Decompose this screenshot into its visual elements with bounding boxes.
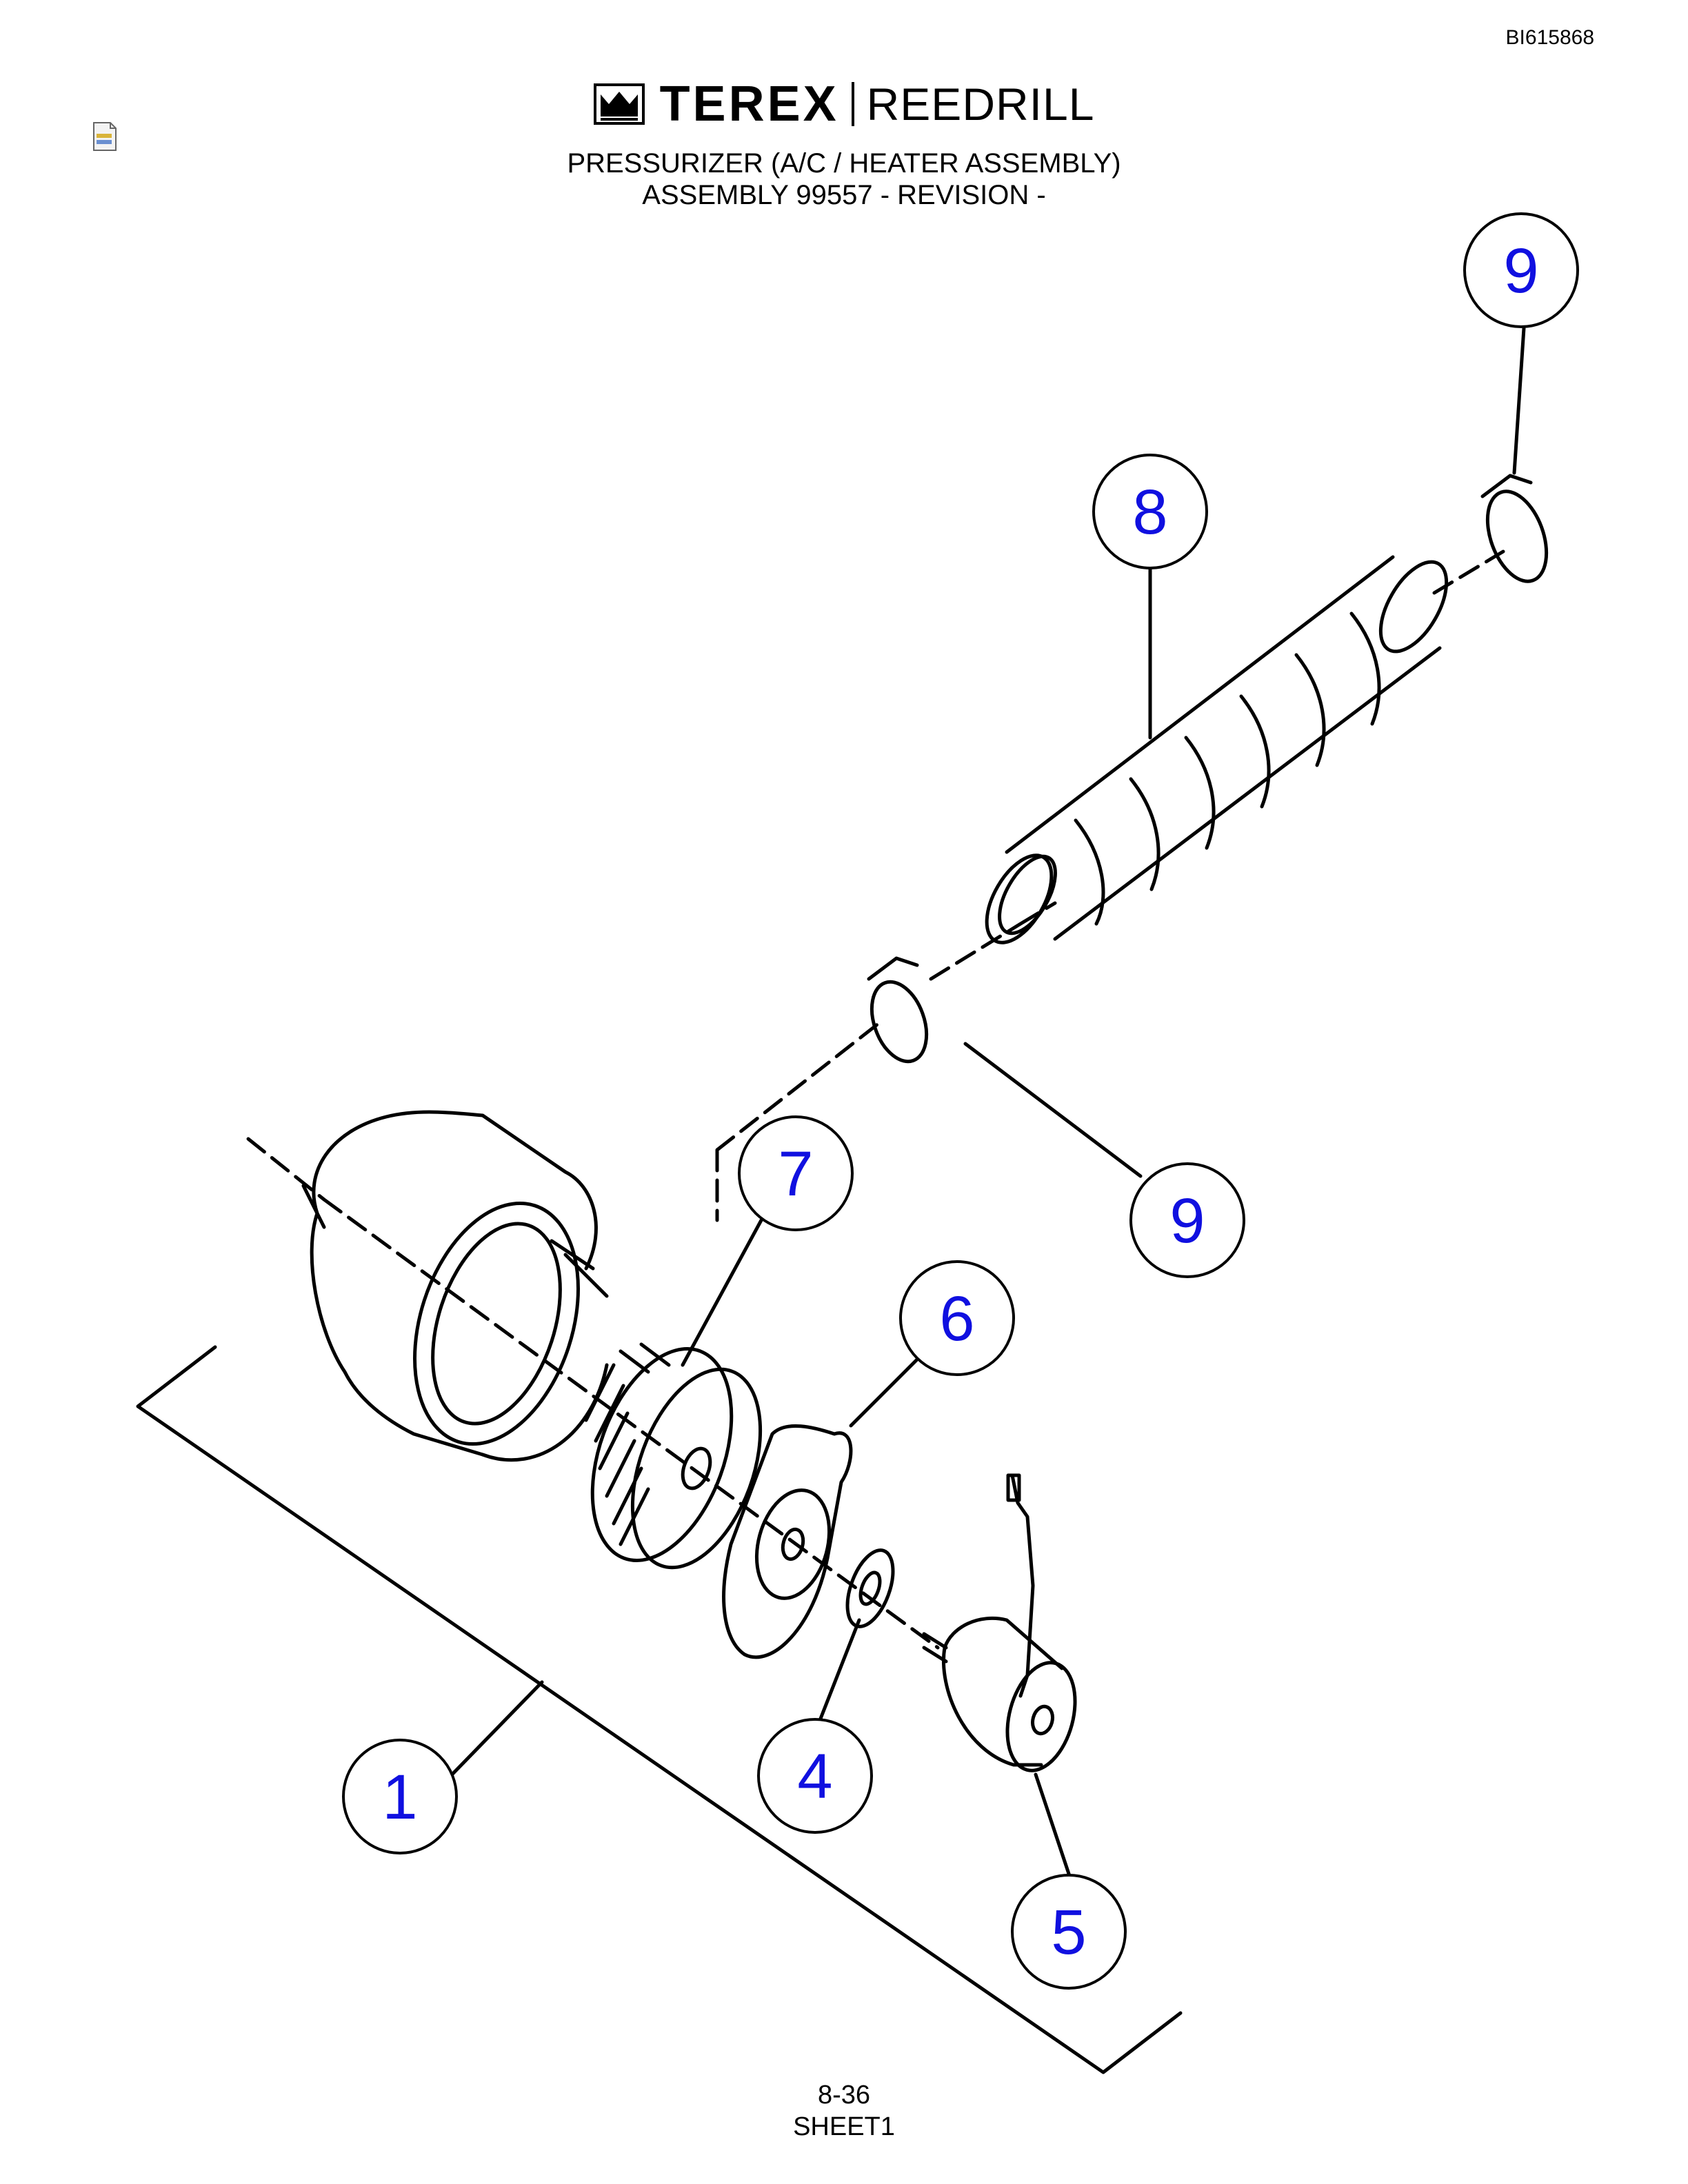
- callout-6: 6: [899, 1260, 1015, 1376]
- mounting-plate: [722, 1424, 853, 1659]
- svg-text:4: 4: [797, 1741, 832, 1812]
- callout-8: 8: [1092, 454, 1208, 569]
- washer: [845, 1548, 895, 1628]
- svg-text:5: 5: [1051, 1897, 1086, 1968]
- document-attachment-icon[interactable]: [91, 121, 119, 152]
- leader-1: [439, 1680, 544, 1788]
- callout-9-top: 9: [1463, 212, 1579, 328]
- assembly-centerline: [246, 549, 1505, 1650]
- blower-motor: [922, 1473, 1077, 1772]
- blower-wheel: [584, 1342, 763, 1570]
- callout-1: 1: [342, 1739, 458, 1854]
- callout-7: 7: [738, 1115, 854, 1231]
- hose-clamp-lower: [870, 980, 929, 1064]
- svg-text:9: 9: [1503, 236, 1538, 306]
- page-footer: 8-36 SHEET1: [0, 2079, 1688, 2143]
- svg-text:9: 9: [1169, 1186, 1205, 1256]
- document-id: BI615868: [1505, 26, 1594, 49]
- drawing-title: PRESSURIZER (A/C / HEATER ASSEMBLY) ASSE…: [0, 148, 1688, 211]
- flex-hose: [985, 555, 1449, 944]
- callout-4: 4: [757, 1718, 873, 1834]
- sheet-label: SHEET1: [793, 2112, 895, 2141]
- title-line-2: ASSEMBLY 99557 - REVISION -: [642, 180, 1046, 210]
- brand-secondary: REEDRILL: [866, 79, 1095, 130]
- svg-text:8: 8: [1132, 477, 1167, 547]
- hose-clamp-upper: [1485, 489, 1549, 583]
- callout-9-mid: 9: [1129, 1162, 1245, 1278]
- assembly-bracket: [136, 1345, 1183, 2074]
- blower-housing: [301, 1110, 609, 1462]
- leader-9-mid: [963, 1042, 1143, 1178]
- title-line-1: PRESSURIZER (A/C / HEATER ASSEMBLY): [567, 148, 1121, 179]
- svg-text:6: 6: [939, 1284, 974, 1354]
- page-number: 8-36: [817, 2081, 871, 2110]
- svg-text:1: 1: [382, 1762, 417, 1832]
- leader-4: [817, 1618, 861, 1724]
- brand-separator: [851, 82, 854, 126]
- terex-reedrill-logo: TEREX REEDRILL: [0, 73, 1688, 135]
- brand-primary: TEREX: [659, 77, 839, 132]
- leader-6: [849, 1357, 919, 1428]
- terex-crown-logo-icon: [593, 83, 645, 125]
- callout-5: 5: [1011, 1874, 1127, 1990]
- leader-7: [681, 1218, 763, 1367]
- leader-5: [1034, 1772, 1074, 1884]
- svg-text:7: 7: [778, 1139, 813, 1209]
- leader-9-top: [1512, 326, 1526, 475]
